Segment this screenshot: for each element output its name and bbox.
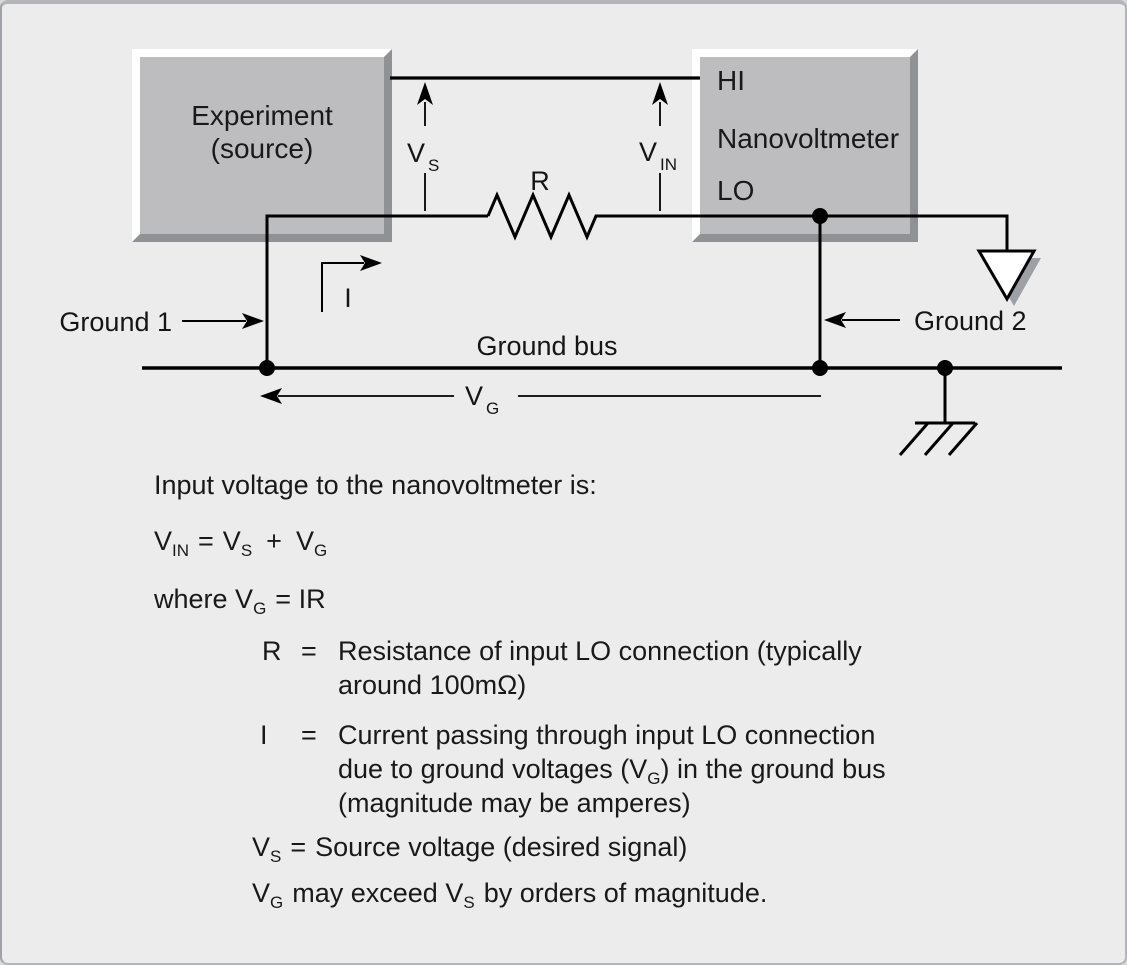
junction-dot-ground1 [259,360,275,376]
chassis-ground-icon [976,249,1037,303]
ground2-label: Ground 2 [914,306,1027,336]
eq1-v-sub: IN [172,541,190,560]
eq2-sub: G [253,599,267,618]
resistor-label: R [530,166,550,196]
chassis-ground-shadow [986,258,1041,306]
nanovoltmeter-label: Nanovoltmeter [717,123,900,154]
vs-label-sub: S [428,156,439,175]
experiment-box: Experiment (source) [132,49,392,242]
def-i-equals: = [301,720,317,750]
note-vg-c: by orders of magnitude. [483,878,768,908]
def-r-symbol: R [262,636,282,666]
ground1-arrow [182,313,264,329]
note-vg-b: may exceed V [292,878,464,908]
vg-label: V [465,381,483,411]
eq1-plus: + [266,526,282,556]
eq2-b: = IR [275,584,326,614]
eq1-vs-sub: S [240,541,253,560]
eq1-vg-sub: G [313,541,328,560]
def-i-line2a: due to ground voltages (V [338,754,648,784]
def-i-line2-sub: G [647,769,661,788]
current-label: I [344,283,352,313]
def-vs-equals: = [290,832,307,862]
def-r-equals: = [301,636,317,666]
experiment-box-label: Experiment (source) [140,99,384,165]
eq1-equals: = [198,526,214,556]
def-r-line2: around 100mΩ) [338,670,527,700]
vg-dimension-arrow [260,388,821,404]
experiment-box-line2: (source) [210,133,314,164]
def-i-line1: Current passing through input LO connect… [338,720,876,750]
ground-bus-label: Ground bus [476,331,617,361]
def-i-line2b: ) in the ground bus [660,754,886,784]
hi-terminal-label: HI [717,65,745,96]
current-arrow [321,255,382,312]
nanovoltmeter-box: HI Nanovoltmeter LO [692,49,918,242]
eq1-vs: V [222,526,241,556]
eq1-v: V [154,526,173,556]
note-vg-b-sub: S [463,893,475,912]
intro-text: Input voltage to the nanovoltmeter is: [154,470,597,500]
vs-label: V [407,138,425,168]
eq2-a: where V [154,584,254,614]
equation-vin: VIN=VS+VG [154,524,327,562]
vs-arrow [417,82,433,211]
def-i-symbol: I [260,720,268,750]
experiment-box-line1: Experiment [191,100,333,131]
vg-label-sub: G [486,399,499,418]
equation-vg: where VG = IR [154,582,326,620]
def-vs-line: VS = Source voltage (desired signal) [252,830,687,868]
note-vg-a-sub: G [270,893,284,912]
earth-ground-icon [898,368,979,456]
eq1-vg: V [295,526,314,556]
ground2-arrow [824,312,900,328]
junction-dot-earth [937,360,953,376]
def-r-line1: Resistance of input LO connection (typic… [338,636,862,666]
ground1-label: Ground 1 [59,307,172,337]
lo-terminal-label: LO [717,175,755,206]
def-vs-text: Source voltage (desired signal) [315,832,688,862]
vin-arrow [652,82,668,211]
note-vg-a: V [252,878,271,908]
def-vs-symbol: V [252,832,271,862]
def-i-line3: (magnitude may be amperes) [338,788,691,818]
resistor-symbol [486,191,600,241]
def-vs-symbol-sub: S [270,847,282,866]
def-i-line2: due to ground voltages (VG) in the groun… [338,752,886,790]
junction-dot-ground2 [812,360,828,376]
vin-label-sub: IN [660,155,677,174]
vin-label: V [639,137,657,167]
